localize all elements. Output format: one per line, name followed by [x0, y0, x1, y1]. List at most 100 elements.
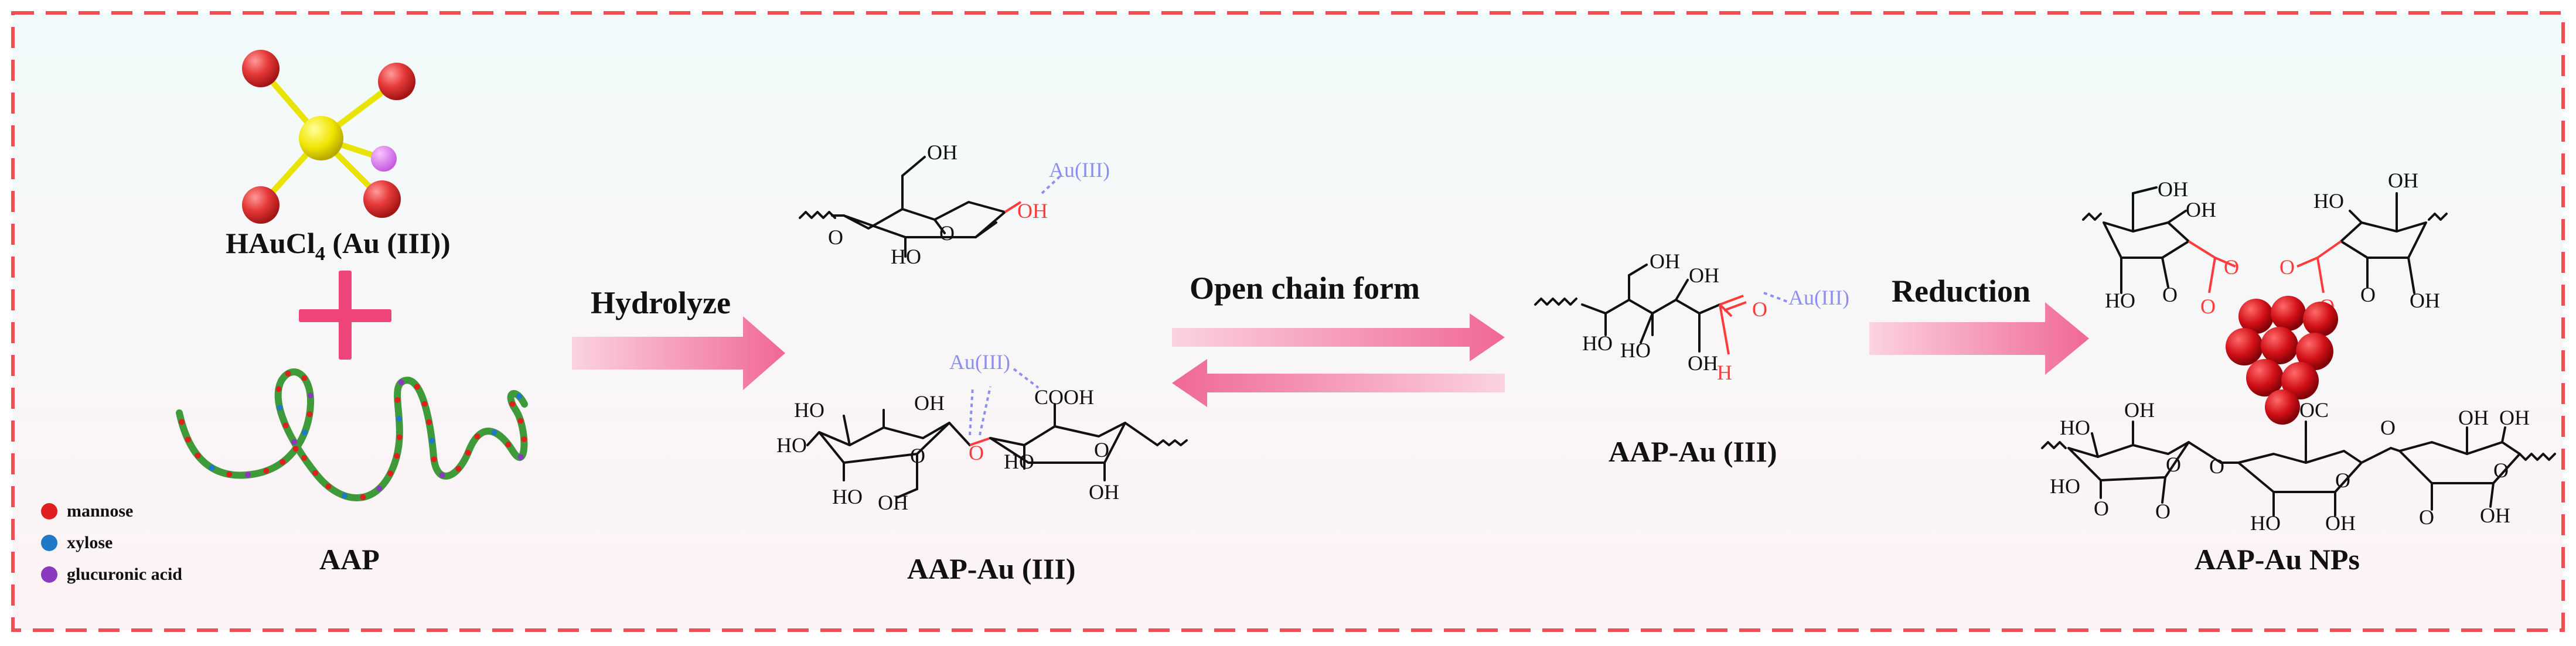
product-aap-au-iii-label-1: AAP-Au (III)	[907, 552, 1076, 585]
atom-oh: OH	[2325, 511, 2356, 535]
chain-monosaccharide-dot	[277, 405, 283, 411]
disaccharide-au-structure: HO HO OH O OH HO O Au(III) COOH HO O OH	[776, 350, 1188, 514]
legend-xylose-swatch	[41, 535, 57, 551]
atom-ho: HO	[891, 245, 921, 268]
chain-monosaccharide-dot	[195, 452, 201, 459]
atom-ho: HO	[832, 485, 863, 508]
atom-ho: HO	[2313, 189, 2344, 213]
dashed-frame	[11, 11, 2565, 632]
chain-monosaccharide-dot	[263, 468, 270, 474]
atom-o: O	[2360, 283, 2376, 306]
chain-monosaccharide-dot	[306, 411, 313, 418]
chain-monosaccharide-dot	[474, 433, 481, 440]
atom-oh: OH	[1688, 351, 1718, 375]
au-iii-label: Au(III)	[1049, 158, 1110, 182]
atom-oh: OH	[914, 391, 945, 415]
haucl4-label: HAuCl4 (Au (III))	[226, 227, 451, 265]
legend-glucuronic-label: glucuronic acid	[67, 565, 182, 584]
haucl4-formula-main: HAuCl	[226, 227, 315, 259]
chain-monosaccharide-dot	[398, 379, 404, 385]
product-aap-au-nps-label: AAP-Au NPs	[2195, 543, 2360, 576]
chain-monosaccharide-dot	[396, 434, 403, 440]
reverse-arrow-icon	[1172, 359, 1505, 407]
chain-monosaccharide-dot	[521, 436, 527, 442]
atom-o: O	[910, 444, 925, 467]
chain-monosaccharide-dot	[325, 483, 332, 490]
atom-oh: OH	[2480, 504, 2510, 527]
atom-o: O	[2155, 500, 2170, 523]
step-reduction-label: Reduction	[1892, 274, 2030, 309]
chain-monosaccharide-dot	[491, 429, 498, 436]
reduction-arrow-icon	[1869, 302, 2089, 375]
chain-monosaccharide-dot	[307, 392, 314, 399]
hydrolyze-arrow-icon	[572, 316, 785, 390]
atom-ho: HO	[2060, 416, 2090, 439]
atom-h-highlight: H	[1717, 361, 1732, 384]
gold-nanoparticle-cluster-icon	[2226, 296, 2338, 425]
atom-o: O	[2209, 454, 2224, 478]
chain-monosaccharide-dot	[517, 418, 524, 424]
step-hydrolyze-label: Hydrolyze	[591, 285, 731, 320]
glucose-au-structure: OH O O HO OH Au(III)	[799, 141, 1110, 268]
chain-monosaccharide-dot	[421, 401, 428, 407]
atom-cooh: COOH	[1034, 385, 1094, 409]
atom-o: O	[2419, 505, 2434, 529]
atom-oh: OH	[2499, 406, 2530, 429]
chain-monosaccharide-dot	[505, 442, 512, 447]
chain-monosaccharide-dot	[396, 415, 402, 422]
chain-monosaccharide-dot	[455, 466, 462, 472]
chain-monosaccharide-dot	[178, 419, 185, 425]
background-panel	[13, 13, 2563, 630]
chain-monosaccharide-dot	[301, 454, 308, 461]
chain-monosaccharide-dot	[376, 486, 383, 492]
atom-oh-highlight: OH	[1017, 199, 1048, 223]
atom-oh: OH	[878, 491, 908, 514]
chain-monosaccharide-dot	[291, 439, 297, 445]
chain-monosaccharide-dot	[285, 370, 291, 377]
chain-monosaccharide-dot	[245, 471, 251, 478]
atom-ho: HO	[2050, 474, 2080, 498]
forward-arrow-icon	[1172, 313, 1505, 361]
legend-mannose-label: mannose	[67, 501, 133, 521]
haucl4-formula-rest: (Au (III))	[325, 227, 451, 259]
chain-monosaccharide-dot	[301, 429, 308, 436]
atom-oh: OH	[2124, 398, 2155, 422]
chain-monosaccharide-dot	[516, 393, 522, 399]
atom-o: O	[828, 225, 843, 249]
chain-monosaccharide-dot	[301, 375, 308, 381]
atom-oh: OH	[2388, 169, 2418, 192]
atom-oh: OH	[1089, 480, 1119, 504]
au-iii-label: Au(III)	[949, 350, 1010, 374]
chain-monosaccharide-dot	[394, 453, 400, 459]
atom-oh: OH	[2186, 198, 2216, 221]
chain-monosaccharide-dot	[387, 470, 394, 477]
haucl4-molecule-icon	[242, 50, 415, 224]
atom-oh: OH	[927, 141, 958, 164]
atom-ho: HO	[794, 398, 824, 422]
chain-monosaccharide-dot	[292, 446, 299, 452]
atom-oh: OH	[2410, 289, 2440, 312]
atom-oh: OH	[1650, 249, 1680, 273]
atom-o-highlight: O	[1752, 298, 1767, 321]
atom-ho: HO	[1004, 450, 1034, 473]
atom-ho: HO	[2105, 289, 2135, 312]
chain-monosaccharide-dot	[209, 464, 215, 471]
chain-monosaccharide-dot	[282, 422, 289, 429]
chain-monosaccharide-dot	[431, 456, 437, 463]
atom-oh: OH	[2158, 177, 2188, 201]
atom-ho: HO	[1582, 331, 1613, 355]
chain-monosaccharide-dot	[185, 436, 191, 443]
atom-oh: OH	[1689, 264, 1719, 287]
chain-monosaccharide-dot	[226, 471, 233, 477]
chain-monosaccharide-dot	[465, 450, 471, 456]
aap-au-nanoparticle-structure: OH OH HO O O O OH HO OH O O O HO OH HO O…	[2041, 169, 2556, 535]
atom-o-highlight: O	[2224, 255, 2239, 279]
atom-o-highlight: O	[2200, 295, 2216, 318]
atom-o: O	[2493, 459, 2509, 482]
chain-monosaccharide-dot	[426, 419, 432, 425]
atom-ho: HO	[1620, 339, 1651, 362]
legend-glucuronic-swatch	[41, 566, 57, 583]
au-iii-label: Au(III)	[1788, 286, 1849, 309]
